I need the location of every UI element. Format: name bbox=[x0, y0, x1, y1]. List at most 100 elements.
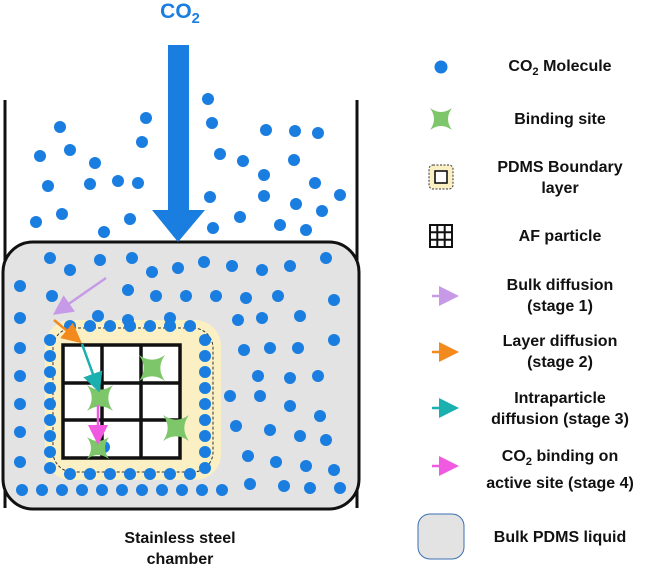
co2-molecule bbox=[184, 468, 196, 480]
co2-molecule bbox=[264, 342, 276, 354]
co2-molecule bbox=[84, 320, 96, 332]
co2-molecule bbox=[76, 484, 88, 496]
co2-molecule-icon bbox=[434, 60, 448, 74]
co2-molecule bbox=[44, 462, 56, 474]
co2-molecule bbox=[312, 127, 324, 139]
co2-molecule bbox=[300, 224, 312, 236]
layer-diffusion-arrow bbox=[53, 319, 82, 344]
co2-molecule bbox=[136, 484, 148, 496]
co2-molecule bbox=[206, 117, 218, 129]
co2-molecule bbox=[304, 482, 316, 494]
co2-molecule bbox=[270, 456, 282, 468]
co2-molecule bbox=[176, 145, 188, 157]
co2-molecule bbox=[224, 390, 236, 402]
co2-molecule bbox=[199, 446, 211, 458]
co2-molecule bbox=[124, 468, 136, 480]
co2-molecule bbox=[284, 260, 296, 272]
co2-molecule bbox=[244, 478, 256, 490]
co2-molecule bbox=[176, 484, 188, 496]
co2-molecule bbox=[164, 320, 176, 332]
co2-molecule bbox=[242, 450, 254, 462]
co2-molecule bbox=[146, 266, 158, 278]
co2-molecule bbox=[46, 290, 58, 302]
co2-molecule bbox=[36, 484, 48, 496]
bulk-diffusion-arrow bbox=[52, 276, 107, 315]
co2-molecule bbox=[252, 370, 264, 382]
co2-molecule bbox=[300, 460, 312, 472]
co2-molecule bbox=[44, 414, 56, 426]
co2-molecule bbox=[164, 468, 176, 480]
co2-molecule bbox=[84, 178, 96, 190]
co2-molecule bbox=[328, 294, 340, 306]
co2-molecule bbox=[226, 260, 238, 272]
co2-molecule bbox=[312, 370, 324, 382]
co2-molecule bbox=[44, 350, 56, 362]
co2-molecule bbox=[44, 366, 56, 378]
co2-molecule bbox=[290, 198, 302, 210]
co2-molecule bbox=[256, 312, 268, 324]
co2-molecule bbox=[199, 430, 211, 442]
co2-molecule bbox=[214, 148, 226, 160]
co2-molecule bbox=[104, 468, 116, 480]
co2-molecule bbox=[198, 256, 210, 268]
co2-molecule bbox=[320, 434, 332, 446]
legend-bulk-pdms-liquid-label: Bulk PDMS liquid bbox=[493, 529, 627, 546]
co2-molecule bbox=[116, 484, 128, 496]
co2-molecule bbox=[272, 290, 284, 302]
co2-molecule bbox=[14, 312, 26, 324]
af-particle-icon bbox=[429, 224, 453, 248]
co2-molecule bbox=[112, 175, 124, 187]
co2-molecule bbox=[289, 125, 301, 137]
legend-intraparticle-diffusion-label: Intraparticle diffusion (stage 3) bbox=[491, 390, 629, 428]
co2-molecule bbox=[180, 290, 192, 302]
co2-molecule bbox=[334, 482, 346, 494]
pdms-boundary-icon bbox=[428, 164, 454, 190]
binding-site bbox=[163, 415, 189, 441]
co2-molecule bbox=[64, 264, 76, 276]
bulk-pdms-liquid-icon bbox=[417, 513, 465, 560]
co2-molecule bbox=[314, 410, 326, 422]
co2-molecule bbox=[199, 398, 211, 410]
co2-molecule bbox=[328, 464, 340, 476]
co2-inlet-arrow bbox=[152, 45, 205, 242]
co2-molecule bbox=[14, 342, 26, 354]
co2-molecule bbox=[144, 320, 156, 332]
co2-molecule bbox=[278, 480, 290, 492]
legend-af-particle-label: AF particle bbox=[518, 228, 602, 245]
co2-molecule bbox=[64, 468, 76, 480]
co2-molecule bbox=[207, 222, 219, 234]
co2-molecule bbox=[264, 424, 276, 436]
co2-molecule bbox=[14, 398, 26, 410]
co2-molecule bbox=[199, 382, 211, 394]
co2-molecule bbox=[150, 290, 162, 302]
co2-molecule bbox=[184, 320, 196, 332]
co2-molecule bbox=[288, 154, 300, 166]
co2-molecule bbox=[274, 219, 286, 231]
co2-molecule bbox=[14, 426, 26, 438]
co2-molecule bbox=[44, 334, 56, 346]
co2-molecule bbox=[14, 456, 26, 468]
co2-molecule bbox=[294, 310, 306, 322]
co2-molecule bbox=[258, 190, 270, 202]
co2-molecule bbox=[199, 350, 211, 362]
co2-molecule bbox=[320, 252, 332, 264]
co2-molecule bbox=[132, 177, 144, 189]
co2-molecule bbox=[84, 468, 96, 480]
co2-molecule bbox=[199, 462, 211, 474]
co2-molecule bbox=[98, 226, 110, 238]
co2-molecule bbox=[140, 112, 152, 124]
legend-co2-binding-label: CO2 binding on active site (stage 4) bbox=[486, 448, 634, 493]
co2-molecule bbox=[30, 216, 42, 228]
co2-molecule bbox=[199, 334, 211, 346]
co2-molecule bbox=[44, 446, 56, 458]
co2-molecule bbox=[258, 169, 270, 181]
co2-molecule bbox=[256, 264, 268, 276]
legend-layer-diffusion-label: Layer diffusion (stage 2) bbox=[502, 333, 618, 371]
co2-molecule bbox=[196, 484, 208, 496]
co2-molecule bbox=[240, 292, 252, 304]
co2-molecule bbox=[232, 314, 244, 326]
co2-molecule bbox=[284, 372, 296, 384]
co2-molecule bbox=[334, 189, 346, 201]
co2-molecule bbox=[94, 254, 106, 266]
co2-molecule bbox=[316, 205, 328, 217]
